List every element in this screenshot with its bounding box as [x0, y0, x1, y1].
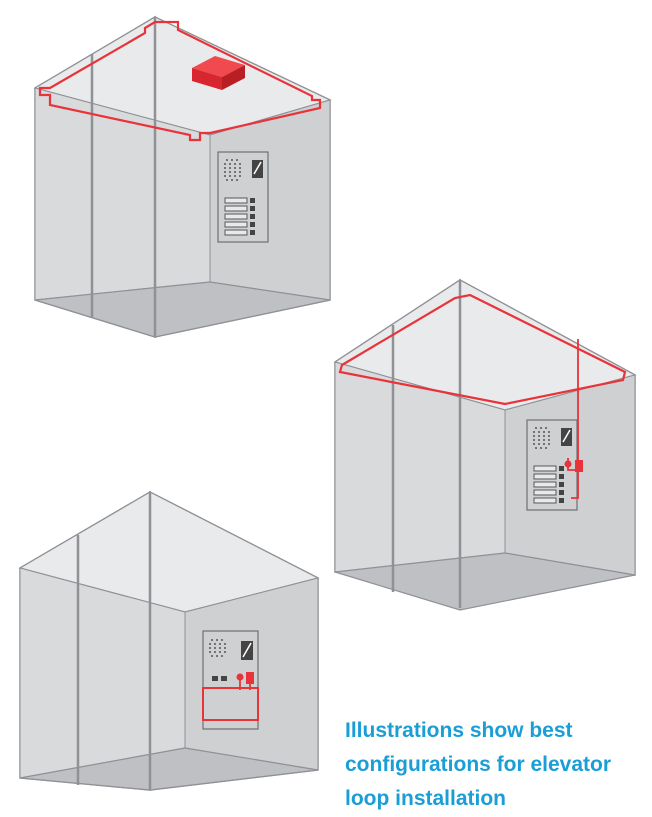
call-panel-1	[218, 152, 268, 242]
caption-line-1: Illustrations show best	[345, 714, 645, 748]
caption-line-2: configurations for elevator	[345, 748, 645, 782]
cabin-ceiling-drop	[335, 280, 635, 610]
caption-line-3: loop installation	[345, 782, 645, 816]
cabin-ceiling-loop	[35, 17, 330, 337]
cabin-panel-loop	[20, 492, 318, 790]
caption-text: Illustrations show best configurations f…	[345, 714, 645, 817]
